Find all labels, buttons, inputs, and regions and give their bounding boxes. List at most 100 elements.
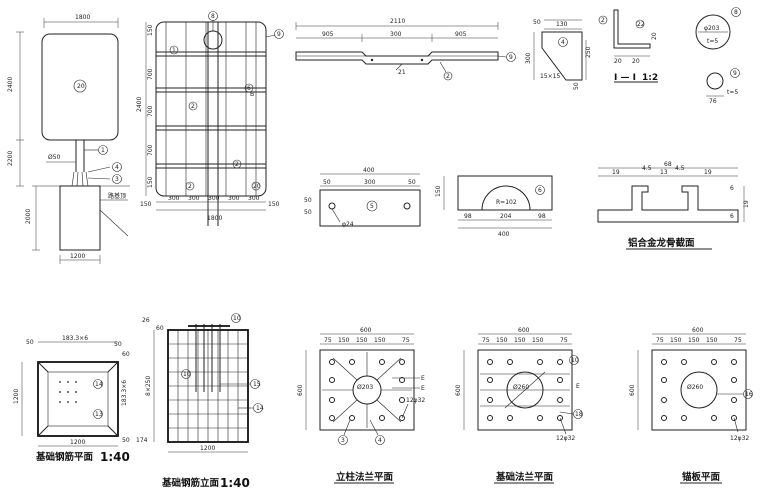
svg-text:98: 98 [464, 213, 472, 220]
svg-text:700: 700 [147, 144, 154, 156]
svg-text:150: 150 [688, 337, 700, 344]
svg-text:75: 75 [482, 337, 490, 344]
svg-text:10: 10 [183, 371, 191, 378]
svg-text:50: 50 [304, 209, 312, 216]
foot-width-dim: 1200 [70, 253, 85, 260]
small-disc-detail: 9 76 t=5 [706, 68, 740, 105]
svg-text:600: 600 [360, 327, 372, 334]
beam-length-dim: 2110 [390, 18, 405, 25]
svg-text:150: 150 [670, 337, 682, 344]
elev-title: 基础钢筋立面 [161, 477, 220, 489]
profile-title: 铝合金龙骨截面 [628, 237, 695, 249]
svg-text:300: 300 [188, 195, 200, 202]
svg-text:150: 150 [356, 337, 368, 344]
svg-text:4: 4 [378, 437, 382, 444]
svg-text:75: 75 [734, 337, 742, 344]
flange1-outline [319, 349, 415, 431]
svg-text:700: 700 [147, 105, 154, 117]
svg-text:4.5: 4.5 [675, 165, 685, 172]
svg-text:400: 400 [498, 231, 510, 238]
svg-text:600: 600 [692, 327, 704, 334]
elev-scale: 1:40 [220, 476, 250, 490]
svg-text:2: 2 [188, 183, 192, 190]
svg-text:6: 6 [730, 185, 734, 192]
angle-section: 2 22 20 20 20 I — I 1:2 [598, 9, 658, 83]
svg-text:250: 250 [585, 46, 592, 58]
flange3-title: 锚板平面 [682, 471, 721, 483]
panel-balloon [73, 79, 87, 93]
svg-text:4: 4 [561, 39, 565, 46]
svg-text:600: 600 [518, 327, 530, 334]
svg-text:300: 300 [390, 31, 402, 38]
svg-text:20: 20 [632, 58, 640, 65]
svg-text:20: 20 [651, 32, 658, 40]
frame-width-dim: 1800 [207, 215, 222, 222]
disc-outline [695, 14, 731, 50]
svg-text:14: 14 [256, 405, 264, 412]
bracket-section: 15×15 [540, 73, 560, 80]
svg-text:2: 2 [446, 73, 450, 80]
svg-text:E: E [421, 375, 425, 382]
svg-text:50: 50 [533, 19, 541, 26]
svg-text:t=5: t=5 [727, 89, 738, 96]
svg-text:5: 5 [370, 203, 374, 210]
svg-text:905: 905 [455, 31, 467, 38]
svg-text:1200: 1200 [13, 389, 20, 404]
flange2-outline [477, 349, 573, 431]
svg-text:300: 300 [208, 195, 220, 202]
anchor-plate-plan: 600 75 150 150 150 75 Ø260 16 600 12φ32 … [629, 327, 753, 484]
plate-6-cutout [481, 185, 531, 211]
svg-text:6: 6 [730, 213, 734, 220]
svg-text:150: 150 [496, 337, 508, 344]
svg-text:400: 400 [363, 167, 375, 174]
svg-text:300: 300 [248, 195, 260, 202]
svg-text:150: 150 [147, 176, 154, 188]
svg-text:75: 75 [402, 337, 410, 344]
svg-text:50: 50 [114, 341, 122, 348]
svg-text:20: 20 [253, 183, 261, 190]
sign-height-dim: 2400 [7, 77, 14, 92]
svg-text:1: 1 [101, 147, 105, 154]
svg-text:8: 8 [734, 9, 738, 16]
svg-text:9: 9 [733, 70, 737, 77]
svg-text:150: 150 [140, 201, 152, 208]
svg-text:9: 9 [509, 54, 513, 61]
svg-text:150: 150 [338, 337, 350, 344]
plate-5: 400 50 300 50 5 50 50 φ24 [304, 167, 421, 228]
svg-text:8×250: 8×250 [145, 376, 152, 396]
section-label: I — I [614, 73, 636, 83]
svg-text:2: 2 [191, 103, 195, 110]
svg-text:50: 50 [408, 179, 416, 186]
svg-text:60: 60 [122, 351, 130, 358]
plate-6: R=102 6 150 98 204 98 400 [435, 175, 553, 238]
svg-text:300: 300 [168, 195, 180, 202]
svg-text:12φ32: 12φ32 [730, 435, 749, 442]
svg-text:4.5: 4.5 [642, 165, 652, 172]
alu-profile-shape [597, 185, 739, 223]
svg-text:50: 50 [323, 179, 331, 186]
svg-text:Ø260: Ø260 [687, 384, 703, 391]
svg-text:1: 1 [172, 47, 176, 54]
alu-profile-section: 68 19 4.5 13 4.5 19 6 19 6 铝合金龙骨截面 [597, 161, 750, 250]
sign-elevation: 1800 2400 2200 2000 20 1 Ø50 4 [7, 14, 130, 264]
svg-text:700: 700 [147, 68, 154, 80]
svg-text:20: 20 [614, 58, 622, 65]
plate-5-body [319, 189, 421, 227]
svg-text:50: 50 [304, 197, 312, 204]
svg-text:75: 75 [656, 337, 664, 344]
foundation-rebar-plan: 183.3×6 50 50 14 13 1200 60 183.3×6 50 1… [13, 335, 130, 464]
beam-body [295, 51, 499, 65]
section-scale: 1:2 [642, 73, 658, 83]
svg-text:6: 6 [247, 85, 251, 92]
svg-text:14: 14 [95, 381, 103, 388]
svg-text:300: 300 [525, 52, 532, 64]
svg-text:6: 6 [538, 187, 542, 194]
svg-text:300: 300 [364, 179, 376, 186]
svg-text:183.3×6: 183.3×6 [121, 380, 128, 406]
svg-text:9: 9 [277, 31, 281, 38]
svg-text:150: 150 [514, 337, 526, 344]
svg-text:Ø203: Ø203 [357, 384, 373, 391]
svg-text:21: 21 [398, 69, 406, 76]
svg-text:150: 150 [435, 185, 442, 197]
